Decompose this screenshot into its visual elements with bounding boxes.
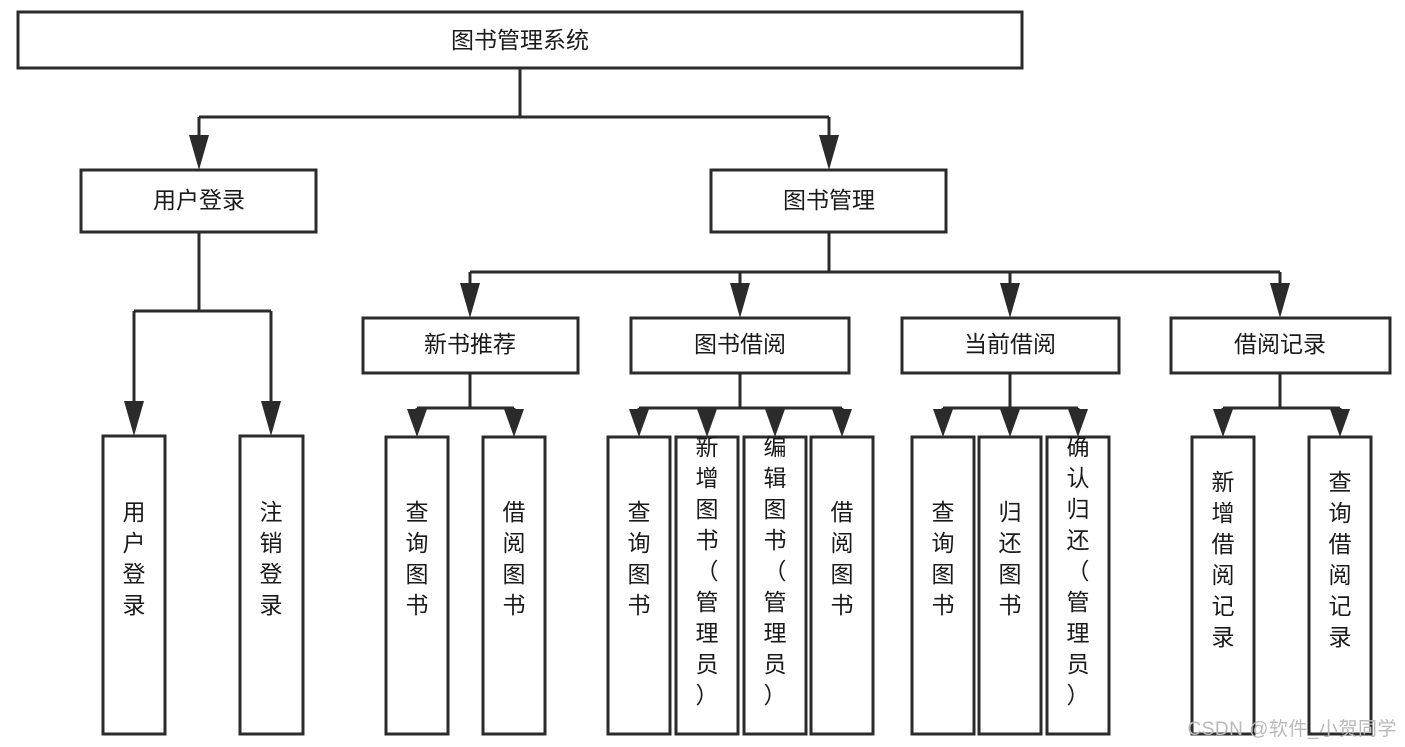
node-borrow-record[interactable]: 借阅记录 [1169, 316, 1392, 375]
arrow-to-book-manage [819, 135, 839, 170]
leaf-borrow-book-recommend-box[interactable] [481, 435, 547, 736]
node-new-book-recommend[interactable]: 新书推荐 [361, 316, 580, 375]
leaf-logout-box[interactable] [238, 434, 305, 736]
arrow-to-leaf-user-login [124, 401, 144, 436]
node-current-borrow-label: 当前借阅 [964, 331, 1056, 357]
node-new-book-recommend-box[interactable] [361, 316, 580, 375]
arrow-to-leaf-edit-book [765, 409, 785, 437]
arrow-to-user-login [189, 135, 209, 170]
leaf-return-book-label: 归还图书 [999, 499, 1022, 618]
arrow-to-current-borrow [1000, 283, 1020, 318]
leaf-add-borrow-record[interactable]: 新增借阅记录 [1190, 435, 1256, 736]
leaf-edit-book-box[interactable] [742, 435, 808, 736]
leaf-user-login-box[interactable] [101, 434, 167, 736]
node-book-borrow-label: 图书借阅 [694, 331, 786, 357]
leaf-query-book-borrow-label: 查询图书 [628, 499, 651, 618]
arrow-to-leaf-query-book-3 [933, 409, 953, 437]
node-book-borrow[interactable]: 图书借阅 [629, 316, 851, 375]
leaf-query-borrow-record-label: 查询借阅记录 [1329, 469, 1352, 650]
connector-borrowrecord-to-leaves [1213, 373, 1350, 437]
leaf-add-borrow-record-label: 新增借阅记录 [1212, 469, 1235, 650]
arrow-to-leaf-query-book-2 [629, 409, 649, 437]
connector-bookborrow-to-leaves [629, 373, 852, 437]
arrow-to-leaf-add-book [697, 409, 717, 437]
leaf-return-book[interactable]: 归还图书 [977, 435, 1043, 736]
leaf-query-book-recommend-label: 查询图书 [406, 499, 429, 618]
arrow-to-borrow-record [1270, 283, 1290, 318]
arrow-to-leaf-borrow-book-2 [832, 409, 852, 437]
leaf-edit-book-label: 编辑图书（管理员） [764, 434, 787, 708]
leaf-borrow-book[interactable]: 借阅图书 [809, 435, 875, 736]
leaf-user-login[interactable]: 用户登录 [101, 434, 167, 736]
leaf-add-borrow-record-box[interactable] [1190, 435, 1256, 736]
leaf-query-book-current-box[interactable] [910, 435, 976, 736]
arrow-to-leaf-logout [261, 401, 281, 436]
node-current-borrow-box[interactable] [900, 316, 1121, 375]
arrow-to-new-book-recommend [460, 283, 480, 318]
node-user-login-label: 用户登录 [153, 187, 245, 213]
leaf-add-book-label: 新增图书（管理员） [696, 434, 719, 708]
leaf-confirm-return-label: 确认归还（管理员） [1067, 434, 1090, 708]
arrow-to-leaf-query-book-1 [407, 409, 427, 437]
leaf-logout-label: 注销登录 [260, 499, 283, 618]
leaf-query-borrow-record-box[interactable] [1307, 435, 1373, 736]
leaf-query-book-current[interactable]: 查询图书 [910, 435, 976, 736]
connector-userlogin-to-leaves [124, 232, 281, 436]
node-book-manage-label: 图书管理 [783, 187, 875, 213]
node-user-login[interactable]: 用户登录 [79, 168, 318, 234]
node-root-system-label: 图书管理系统 [451, 27, 589, 53]
leaf-query-book-borrow-box[interactable] [606, 435, 672, 736]
node-borrow-record-label: 借阅记录 [1234, 331, 1326, 357]
node-book-manage-box[interactable] [709, 168, 948, 234]
leaf-borrow-book-recommend-label: 借阅图书 [503, 499, 526, 618]
connector-root-to-level2 [189, 68, 839, 170]
node-new-book-recommend-label: 新书推荐 [424, 331, 516, 357]
arrow-to-leaf-return-book [1000, 409, 1020, 437]
arrow-to-leaf-add-record [1213, 409, 1233, 437]
node-current-borrow[interactable]: 当前借阅 [900, 316, 1121, 375]
leaf-logout[interactable]: 注销登录 [238, 434, 305, 736]
leaf-query-book-borrow[interactable]: 查询图书 [606, 435, 672, 736]
leaf-edit-book[interactable]: 编辑图书（管理员） [742, 434, 808, 736]
leaf-borrow-book-label: 借阅图书 [831, 499, 854, 618]
node-book-manage[interactable]: 图书管理 [709, 168, 948, 234]
leaf-query-borrow-record[interactable]: 查询借阅记录 [1307, 435, 1373, 736]
connector-bookmanage-to-level3 [460, 232, 1290, 318]
leaf-query-book-recommend-box[interactable] [384, 435, 450, 736]
leaf-return-book-box[interactable] [977, 435, 1043, 736]
leaf-borrow-book-recommend[interactable]: 借阅图书 [481, 435, 547, 736]
leaf-borrow-book-box[interactable] [809, 435, 875, 736]
arrow-to-leaf-query-record [1330, 409, 1350, 437]
node-book-borrow-box[interactable] [629, 316, 851, 375]
node-borrow-record-box[interactable] [1169, 316, 1392, 375]
node-user-login-box[interactable] [79, 168, 318, 234]
leaf-confirm-return-box[interactable] [1045, 435, 1111, 736]
leaf-query-book-current-label: 查询图书 [932, 499, 955, 618]
leaf-add-book-box[interactable] [674, 435, 740, 736]
arrow-to-leaf-confirm-return [1068, 409, 1088, 437]
arrow-to-book-borrow [730, 283, 750, 318]
arrow-to-leaf-borrow-book-1 [504, 409, 524, 437]
leaf-query-book-recommend[interactable]: 查询图书 [384, 435, 450, 736]
leaf-confirm-return[interactable]: 确认归还（管理员） [1045, 434, 1111, 736]
leaf-user-login-label: 用户登录 [123, 499, 146, 618]
connector-currentborrow-to-leaves [933, 373, 1088, 437]
connector-newbook-to-leaves [407, 373, 524, 437]
node-root-system-box[interactable] [16, 10, 1024, 70]
node-root-system[interactable]: 图书管理系统 [16, 10, 1024, 70]
leaf-add-book[interactable]: 新增图书（管理员） [674, 434, 740, 736]
